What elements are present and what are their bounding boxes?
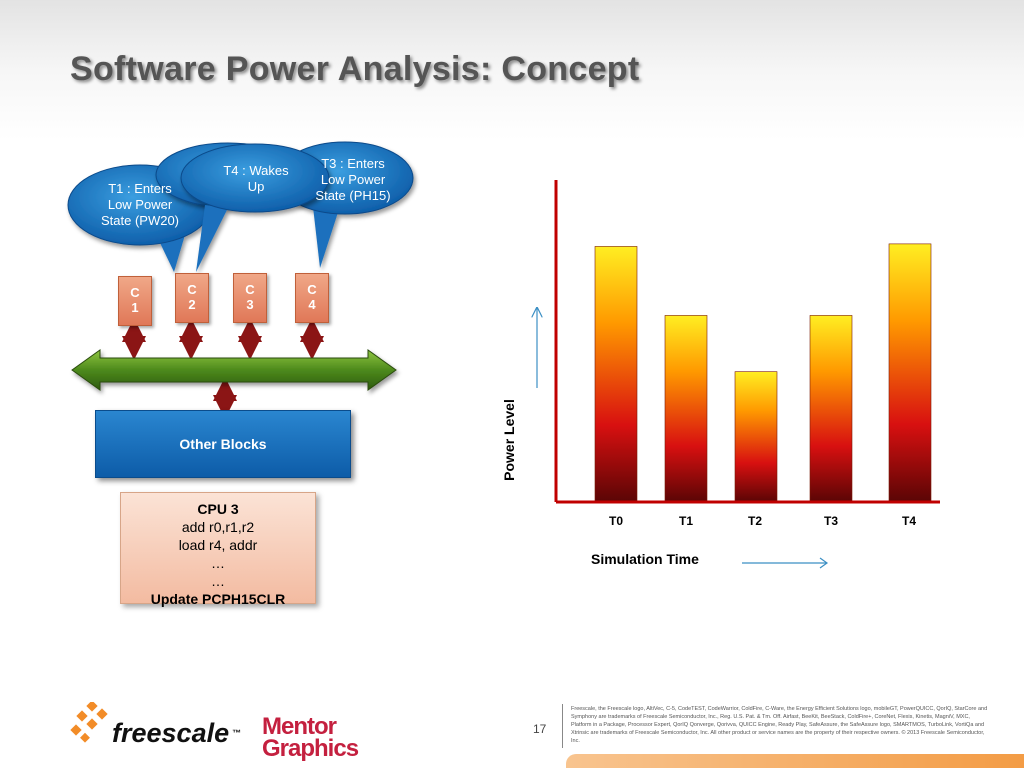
code-footer: Update PCPH15CLR <box>150 591 286 607</box>
bar-t4 <box>888 243 932 503</box>
x-tick-label: T2 <box>747 514 762 528</box>
callout-t3-text: T3 : Enters Low Power State (PH15) <box>315 156 391 203</box>
bar-t2 <box>734 371 778 503</box>
code-heading: CPU 3 <box>197 501 239 517</box>
cpu-3-block: C 3 <box>233 273 267 323</box>
footer-accent-bar <box>566 754 1024 768</box>
freescale-logo-icon <box>70 700 108 743</box>
code-line: … <box>211 555 225 571</box>
cpu3-code-box: CPU 3 add r0,r1,r2 load r4, addr … … Upd… <box>120 492 316 607</box>
x-direction-arrow <box>742 557 829 569</box>
y-axis-label: Power Level <box>501 399 517 481</box>
footer-divider <box>562 704 563 748</box>
page-number: 17 <box>533 722 547 736</box>
x-tick-label: T4 <box>901 514 916 528</box>
code-line: … <box>211 573 225 589</box>
bar-t3 <box>809 315 853 503</box>
callout-t4 <box>180 143 330 272</box>
x-axis-label: Simulation Time <box>591 551 699 567</box>
x-tick-label: T0 <box>608 514 623 528</box>
callout-t1-text: T1 : Enters Low Power State (PW20) <box>100 181 180 228</box>
bar-t0 <box>594 246 638 503</box>
cpu-1-block: C 1 <box>118 276 152 326</box>
x-tick-label: T3 <box>823 514 838 528</box>
architecture-diagram <box>67 141 414 419</box>
cpu-2-block: C 2 <box>175 273 209 323</box>
power-level-chart <box>500 180 940 504</box>
slide-title: Software Power Analysis: Concept <box>70 50 640 88</box>
callout-t4-text: T4 : Wakes Up <box>223 163 289 194</box>
freescale-logo <box>70 700 112 751</box>
bar-t1 <box>664 315 708 503</box>
code-line: load r4, addr <box>178 537 258 553</box>
other-blocks: Other Blocks <box>95 410 351 478</box>
cpu-bus-connectors <box>122 318 324 419</box>
legal-notice: Freescale, the Freescale logo, AltiVec, … <box>571 706 988 744</box>
code-line: add r0,r1,r2 <box>181 519 255 535</box>
x-tick-label: T1 <box>678 514 693 528</box>
cpu-4-block: C 4 <box>295 273 329 323</box>
mentor-graphics-logo: Mentor Graphics <box>262 713 359 762</box>
system-bus-arrow <box>71 349 397 391</box>
